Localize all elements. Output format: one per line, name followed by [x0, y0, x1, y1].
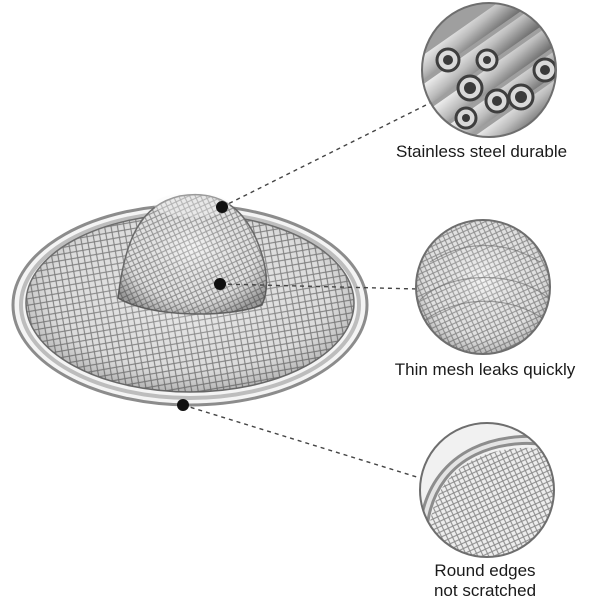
leader-line-3 [182, 404, 421, 479]
callout-label-round-edges-line1: Round edges [434, 561, 536, 580]
marker-dot-1 [216, 201, 228, 213]
callout-label-round-edges-line2: not scratched [433, 581, 537, 600]
leader-line-2 [219, 283, 419, 290]
marker-dot-2 [214, 278, 226, 290]
detail-circle-steel-tubes [421, 2, 557, 138]
detail-circle-round-edge [419, 422, 555, 558]
leader-line-1 [221, 98, 439, 208]
callout-label-thin-mesh: Thin mesh leaks quickly [394, 360, 576, 379]
detail-circle-mesh [415, 219, 551, 355]
strainer-image [11, 193, 369, 407]
marker-dot-3 [177, 399, 189, 411]
callout-label-round-edges: Round edges not scratched [405, 561, 565, 601]
leader-lines [182, 98, 439, 479]
callout-label-stainless-steel: Stainless steel durable [396, 142, 568, 161]
